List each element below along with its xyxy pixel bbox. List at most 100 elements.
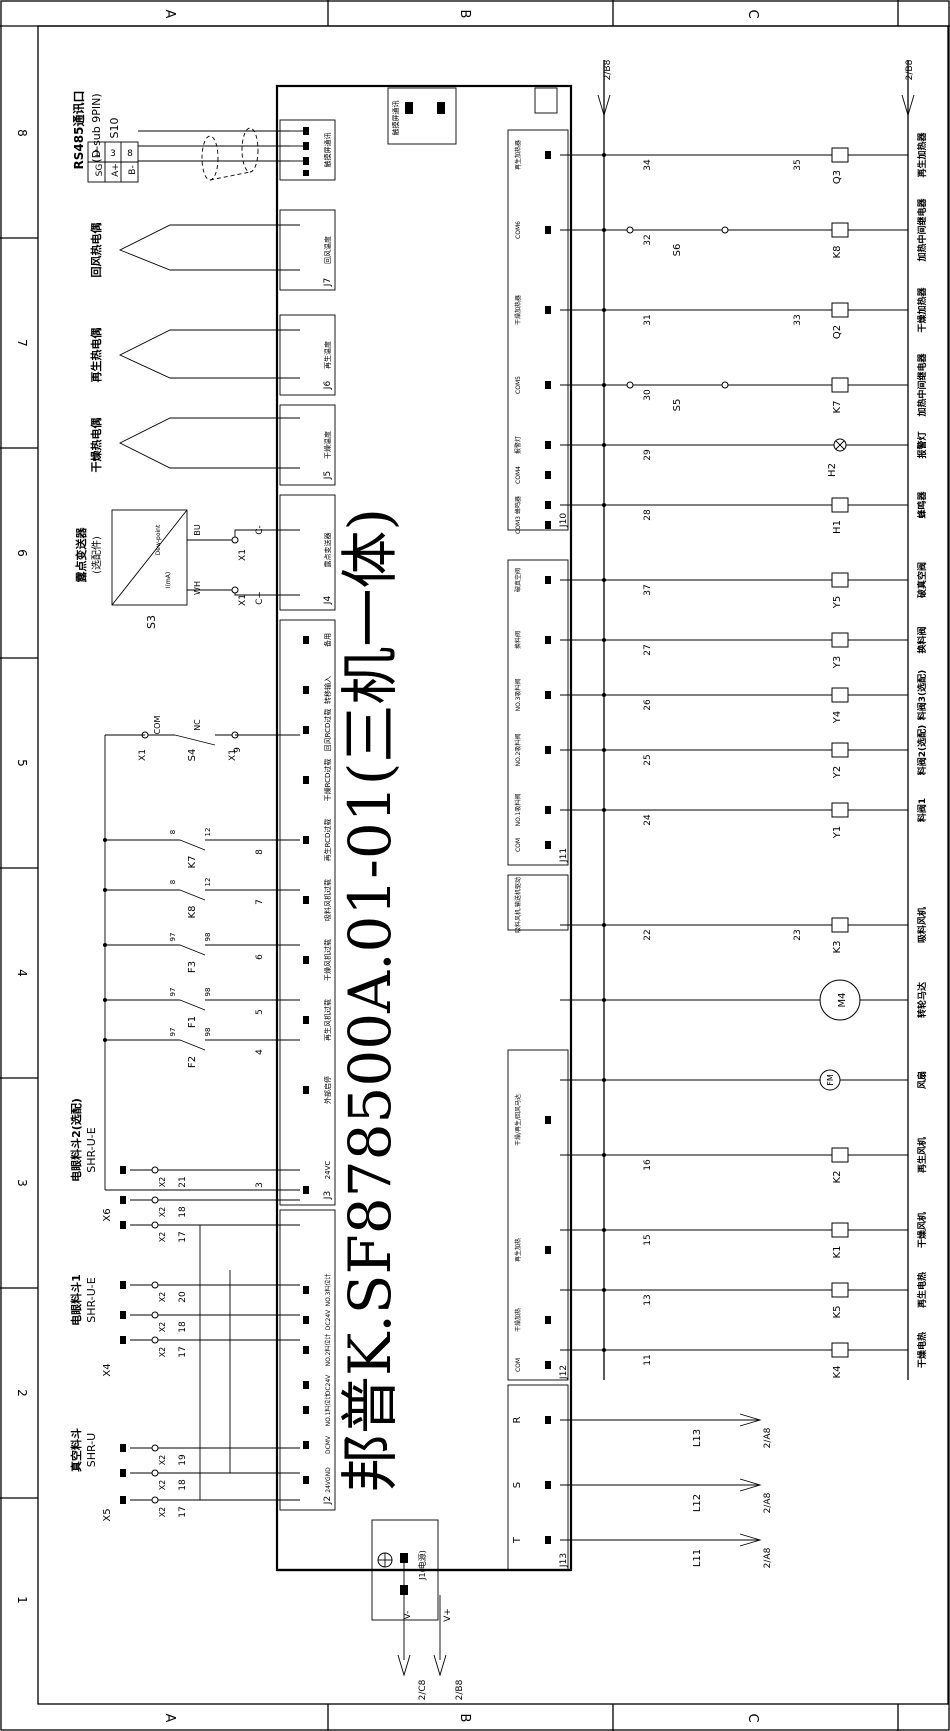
j13-id: J13 <box>559 1553 569 1568</box>
j6-id: J6 <box>323 381 333 391</box>
terminal-pin <box>303 686 309 694</box>
j4-id: J4 <box>323 596 333 606</box>
j11-label: 破真空阀 <box>514 568 522 592</box>
input-contact-label: K8 <box>187 906 198 919</box>
row-description: 换料阀 <box>916 626 928 653</box>
coil-label: K2 <box>832 1171 843 1184</box>
j3-input-label: 转移输入 <box>323 676 332 704</box>
coil-label: Y2 <box>832 766 843 779</box>
j2-pin-label: DC24V <box>325 1374 332 1395</box>
coil-K8 <box>831 222 849 238</box>
row-description: 加热中间继电器 <box>916 353 928 418</box>
j5-id: J5 <box>323 471 333 480</box>
frame-side-number: 5 <box>15 759 29 767</box>
row-description: 加热中间继电器 <box>916 198 928 263</box>
terminal-pin <box>303 726 309 734</box>
phase-ref: 2/A8 <box>763 1547 773 1568</box>
j12-label: 再生加热 <box>514 1238 522 1262</box>
vac-hopper-title: 真空料斗 <box>69 1428 83 1472</box>
hopper-x2: X2 <box>158 1322 167 1333</box>
row-description: 干燥电热 <box>916 1332 928 1368</box>
row-wire-number: 35 <box>793 159 803 170</box>
j8-label: 触摸屏通讯 <box>323 133 332 168</box>
frame-letter-c-bottom: C <box>745 1713 760 1722</box>
input-wire-number: 7 <box>255 899 265 905</box>
j3-24v: 24VC <box>324 1161 332 1180</box>
frame-side-number: 1 <box>15 1596 29 1604</box>
dew-c-plus: C+ <box>255 591 265 605</box>
row-wire-number: 29 <box>643 449 653 461</box>
j3-input-label: 干燥风机过载 <box>323 939 332 981</box>
j3-input-label: 干燥RCD过载 <box>323 759 332 802</box>
hopper-x2: X2 <box>158 1455 167 1466</box>
terminal-pin <box>303 776 309 784</box>
phase-ref: 2/A8 <box>763 1492 773 1513</box>
coil-label: Y4 <box>832 711 843 724</box>
dew-title: 露点变送器 <box>74 527 88 583</box>
schematic-title: 邦普K.SF878500A.01-01(三机一体) <box>336 508 404 1492</box>
dew-x1b: X1 <box>238 594 248 606</box>
row-wire-number: 33 <box>793 314 803 325</box>
coil-label: K7 <box>832 401 843 414</box>
input-contact-label: K7 <box>187 856 198 869</box>
v-plus: V+ <box>443 1608 453 1622</box>
rs485-num-8: 8 <box>127 149 133 159</box>
coil-K5 <box>831 1282 849 1298</box>
coil-Q2 <box>831 302 849 318</box>
hopper-x2: X2 <box>158 1480 167 1491</box>
phase-terminal: R <box>512 1416 523 1423</box>
coil-Q3 <box>831 147 849 163</box>
coil-Y4 <box>831 687 849 703</box>
contact-number: 12 <box>204 828 212 837</box>
row-wire-number: 13 <box>643 1294 653 1305</box>
coil-label: Y3 <box>832 656 843 669</box>
j4-label: 露点变送器 <box>323 533 332 568</box>
dew-ma: I(mA) <box>165 572 172 588</box>
phase-terminal: S <box>512 1482 523 1488</box>
contact-number: 98 <box>204 1028 212 1037</box>
h1-title: 电眼料斗1 <box>69 1274 83 1326</box>
rs485-pin-a: A+ <box>111 163 121 177</box>
j10-id: J10 <box>559 513 569 528</box>
frame-side-number: 7 <box>15 339 29 347</box>
rs485-port: RS485通讯口 (D-sub 9PIN) S10 SG A+ B- 1 3 8 <box>71 91 290 183</box>
coil-K4 <box>831 1342 849 1358</box>
j3-id: J3 <box>323 1191 333 1200</box>
j3-input-label: 外部启停 <box>323 1076 332 1104</box>
row-description: 风扇 <box>916 1071 928 1089</box>
terminal-pin <box>303 956 309 964</box>
v-minus: V- <box>403 1611 413 1620</box>
hopper-wire-number: 20 <box>178 1291 188 1303</box>
s4-com: COM <box>153 716 162 735</box>
dry-thermocouple: 干燥热电偶 干燥温度 J5 <box>89 404 336 486</box>
hopper-x2: X2 <box>158 1177 167 1188</box>
hopper-x2: X2 <box>158 1207 167 1218</box>
phase-label: L11 <box>692 1549 703 1567</box>
coil-label: H2 <box>827 463 838 477</box>
dew-sub: (选配件) <box>90 536 103 574</box>
frame-side-number: 8 <box>15 129 29 137</box>
rs485-pin-sg: SG <box>95 164 105 177</box>
wire-3: 3 <box>255 1182 265 1188</box>
phase-terminal: T <box>512 1536 523 1544</box>
switch-label: S5 <box>672 399 683 412</box>
coil-Y1 <box>831 802 849 818</box>
frame-side-number: 2 <box>15 1389 29 1397</box>
input-contact-label: F2 <box>187 1056 198 1068</box>
frame-side-number: 6 <box>15 549 29 557</box>
input-wire-number: 8 <box>255 849 265 855</box>
row-description: 料阀2(选配) <box>916 725 928 776</box>
row-wire-number: 15 <box>643 1234 653 1245</box>
coil-label: K3 <box>832 941 843 954</box>
touchscreen-port: 触摸屏通讯 <box>387 87 457 145</box>
row-wire-number: 34 <box>643 159 653 171</box>
j10-label: COM6 <box>515 221 522 239</box>
ref-2b8-bottom: 2/B8 <box>455 1679 465 1700</box>
j2-pin-label: NO.3料位计 <box>324 1274 332 1307</box>
dew-wh: WH <box>193 581 202 595</box>
j3-input-label: 再生RCD过载 <box>323 819 332 862</box>
hopper-wire-number: 18 <box>178 1321 188 1333</box>
